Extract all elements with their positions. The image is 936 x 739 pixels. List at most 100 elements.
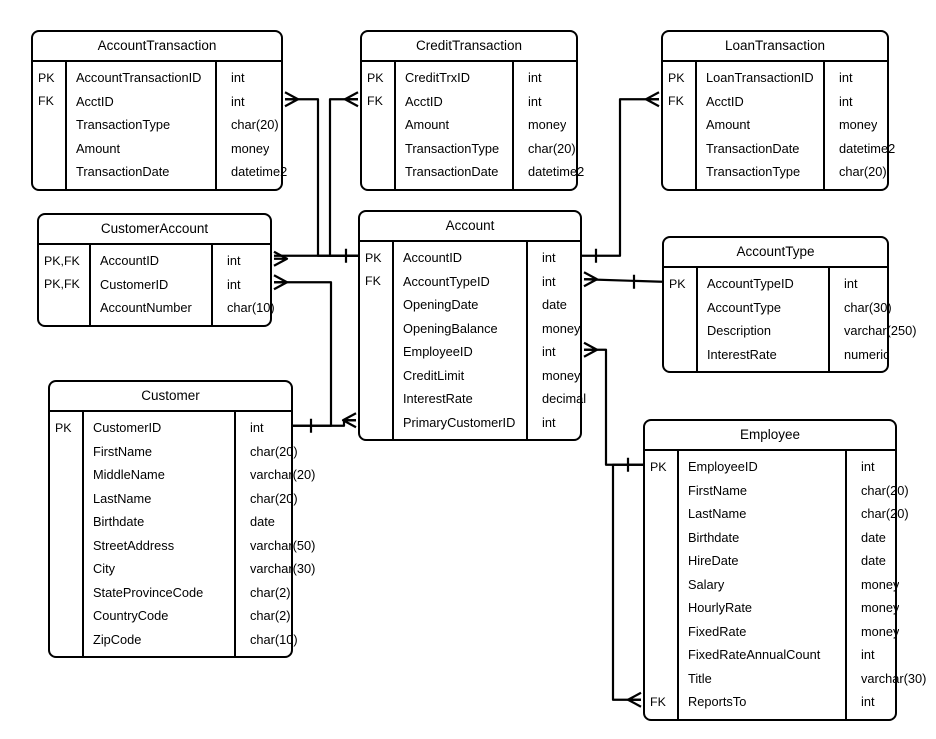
- entity-column-row[interactable]: Birthdate date: [645, 526, 895, 550]
- column-name: FirstName: [688, 482, 748, 498]
- column-name: TransactionType: [706, 164, 801, 180]
- column-key-label: PK: [55, 420, 72, 435]
- column-datatype: date: [542, 297, 567, 313]
- column-datatype: char(20): [528, 140, 576, 156]
- column-name: Salary: [688, 576, 725, 592]
- key-column-divider: [39, 245, 91, 325]
- entity-column-row[interactable]: Salary money: [645, 573, 899, 597]
- column-name: FixedRate: [688, 623, 747, 639]
- column-datatype: char(10): [227, 300, 275, 316]
- entity-title: LoanTransaction: [663, 32, 887, 62]
- column-datatype: char(2): [250, 584, 291, 600]
- column-datatype: date: [861, 529, 886, 545]
- column-datatype: int: [542, 344, 556, 360]
- column-name: CustomerID: [93, 420, 162, 436]
- entity-column-row[interactable]: AccountNumber char(10): [39, 296, 275, 320]
- entity-title: Customer: [50, 382, 291, 412]
- column-name: Birthdate: [688, 529, 740, 545]
- connector-account-credittransaction: [328, 98, 358, 257]
- column-datatype: datetime2: [839, 140, 896, 156]
- column-datatype: money: [861, 576, 900, 592]
- column-name: StateProvinceCode: [93, 584, 204, 600]
- column-name: FirstName: [93, 443, 153, 459]
- column-datatype: int: [542, 250, 556, 266]
- crowsfoot-customeraccount-accountid: [273, 250, 289, 267]
- crowsfoot-employee-reportsto: [626, 691, 642, 708]
- column-name: PrimaryCustomerID: [403, 414, 516, 430]
- key-column-divider: [645, 451, 679, 719]
- column-name: AccountType: [707, 299, 781, 315]
- entity-title: AccountType: [664, 238, 887, 268]
- column-key-label: PK: [650, 459, 667, 474]
- column-name: AccountNumber: [100, 300, 192, 316]
- column-name: TransactionDate: [76, 164, 170, 180]
- crowsfoot-customeraccount-customerid: [273, 274, 289, 291]
- column-key-label: PK: [38, 70, 55, 85]
- column-datatype: char(10): [250, 631, 298, 647]
- column-datatype: varchar(20): [250, 467, 316, 483]
- column-datatype: int: [839, 70, 853, 86]
- entity-column-row[interactable]: StateProvinceCode char(2): [50, 581, 291, 605]
- type-column-divider: [33, 62, 217, 189]
